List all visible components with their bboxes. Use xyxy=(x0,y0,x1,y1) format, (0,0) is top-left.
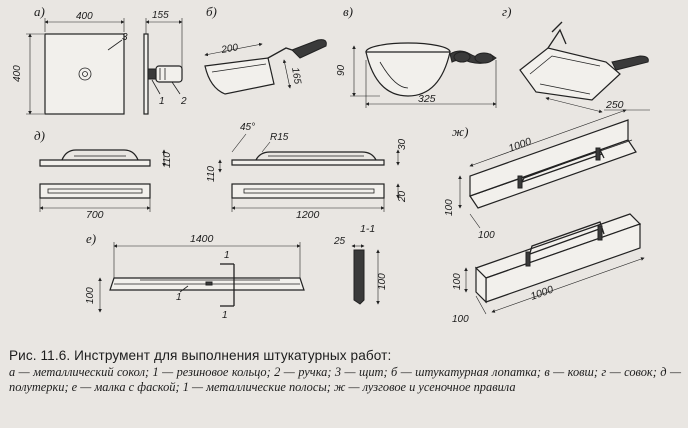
panel-b-label: б) xyxy=(206,4,217,19)
ladle-bowl xyxy=(365,51,451,97)
panel-g-scoop: г) 250 xyxy=(502,4,650,114)
caption-legend: а — металлический сокол; 1 — резиновое к… xyxy=(9,365,681,395)
panel-d-section-label: 1-1 xyxy=(360,223,375,235)
float-short-top xyxy=(39,183,151,199)
trowel-blade xyxy=(204,57,275,95)
panel-d-dim-radius: R15 xyxy=(270,132,289,143)
panel-v-ladle: в) 90 325 xyxy=(336,4,497,108)
scoop-handle xyxy=(611,55,649,71)
panel-zh-label: ж) xyxy=(452,124,468,139)
panel-zh-dim-upper-height: 100 xyxy=(444,199,455,216)
panel-v-label: в) xyxy=(343,4,353,19)
panel-g-label: г) xyxy=(502,4,511,19)
panel-a-callout-3: 3 xyxy=(122,32,128,43)
panel-d-dim-long-handle: 30 xyxy=(397,138,408,150)
float-long-top xyxy=(231,183,385,199)
panel-d-floats: д) 110 700 45° R15 30 110 20 1200 xyxy=(34,122,408,235)
panel-e-dim-length: 1400 xyxy=(190,233,214,245)
panel-d-dim-short-length: 700 xyxy=(86,209,104,221)
panel-e-callout-strip: 1 xyxy=(176,292,182,303)
panel-zh-dim-lower-length: 1000 xyxy=(529,283,555,302)
panel-a-callout-1: 1 xyxy=(159,96,165,107)
hawk-plate xyxy=(44,33,125,115)
panel-e-label: е) xyxy=(86,231,96,246)
panel-zh-corner-rules: ж) 1000 100 100 1000 100 100 xyxy=(444,109,645,325)
panel-a-label: а) xyxy=(34,4,45,19)
panel-a-dim-width: 400 xyxy=(76,11,93,22)
panel-a-hawk: а) 400 400 3 155 1 2 xyxy=(12,4,187,115)
float-long-side xyxy=(231,159,385,166)
panel-e-section-top: 1 xyxy=(224,250,230,261)
panel-d-dim-long-length: 1200 xyxy=(296,209,320,221)
float-short-side xyxy=(39,159,151,167)
scoop-body xyxy=(519,47,621,101)
panel-zh-dim-lower-width: 100 xyxy=(452,314,469,325)
panel-zh-dim-lower-height: 100 xyxy=(452,273,463,290)
panel-zh-dim-upper-length: 1000 xyxy=(507,135,533,154)
panel-e-bevel-rule: е) 1400 1 1 1 100 25 100 xyxy=(85,231,388,321)
panel-b-trowel: б) 200 165 xyxy=(204,4,327,95)
panel-zh-dim-upper-width: 100 xyxy=(478,230,495,241)
panel-e-dim-section-height: 100 xyxy=(377,273,388,290)
panel-d-dim-short-height: 110 xyxy=(162,152,173,168)
panel-b-dim-width: 165 xyxy=(289,67,303,86)
panel-a-callout-2: 2 xyxy=(180,96,187,107)
panel-d-label: д) xyxy=(34,128,45,143)
trowel-handle xyxy=(291,39,327,59)
panel-v-dim-height: 90 xyxy=(336,64,347,76)
figure-caption: Рис. 11.6. Инструмент для выполнения шту… xyxy=(9,348,681,396)
plastering-tools-figure: а) 400 400 3 155 1 2 б) xyxy=(12,4,650,325)
bevel-rule-section xyxy=(353,249,365,305)
panel-a-dim-depth: 155 xyxy=(152,10,169,21)
panel-e-section-bottom: 1 xyxy=(222,310,228,321)
panel-e-dim-height: 100 xyxy=(85,287,96,304)
panel-b-dim-length: 200 xyxy=(220,42,240,56)
panel-g-dim-width: 250 xyxy=(605,99,624,111)
panel-a-dim-height: 400 xyxy=(12,65,23,82)
panel-e-dim-thickness: 25 xyxy=(333,236,346,247)
panel-d-dim-angle: 45° xyxy=(240,122,255,133)
panel-d-dim-long-width: 20 xyxy=(397,190,408,203)
caption-title: Рис. 11.6. Инструмент для выполнения шту… xyxy=(9,348,392,363)
panel-v-dim-length: 325 xyxy=(418,93,436,105)
panel-d-dim-long-height: 110 xyxy=(206,166,217,182)
